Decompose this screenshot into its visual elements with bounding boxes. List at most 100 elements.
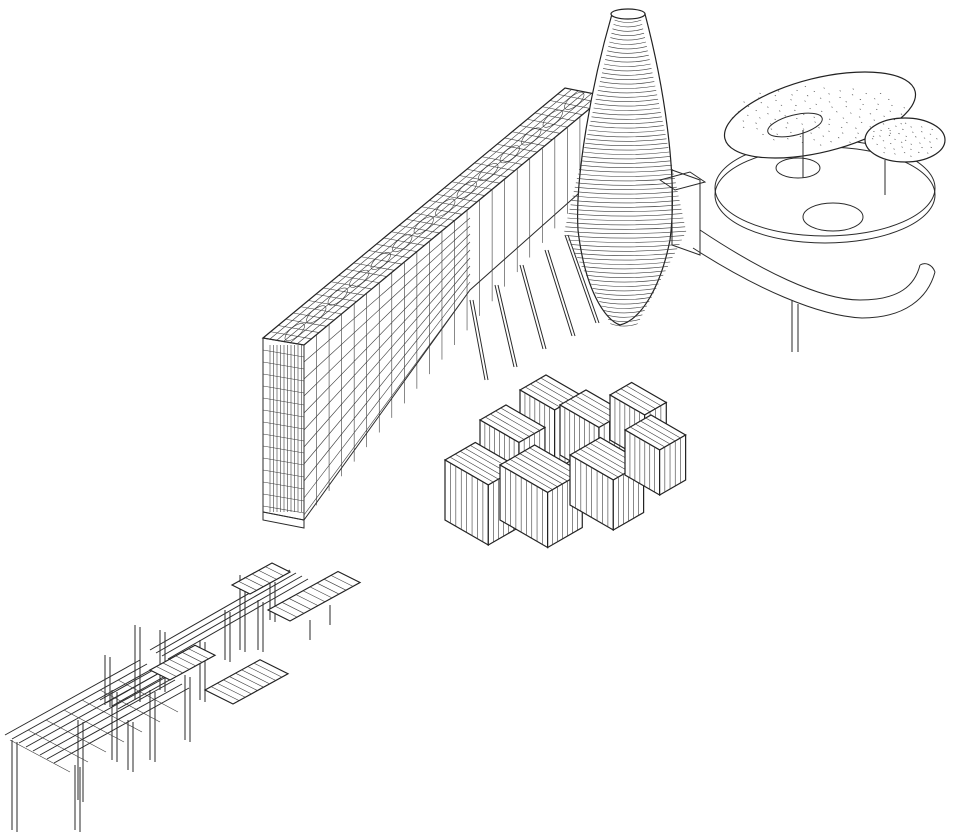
walkway-beam <box>161 575 303 657</box>
deck-dot <box>921 147 923 149</box>
canopy-dot <box>840 126 843 129</box>
tower-ring <box>601 72 653 76</box>
box-board <box>579 448 624 475</box>
box-board <box>509 459 558 488</box>
box-board <box>500 407 540 431</box>
tower-ring <box>608 318 641 322</box>
roof-oculus <box>306 305 327 324</box>
tower-ring <box>598 85 656 89</box>
deck-dot <box>910 148 912 150</box>
canopy-dot <box>850 112 852 114</box>
deck-dot <box>929 141 931 143</box>
tower-ring <box>577 257 673 261</box>
canopy-dot <box>889 132 892 134</box>
end-rail <box>262 457 305 466</box>
deck-dot <box>912 131 914 133</box>
deck-board <box>274 605 298 618</box>
canopy-dot <box>743 101 745 103</box>
tower-ring <box>608 46 647 50</box>
tower-ring <box>581 160 672 164</box>
canopy-dot <box>828 118 831 120</box>
canopy-dot <box>823 87 825 89</box>
deck-board <box>316 582 340 595</box>
roof-oculus <box>370 252 391 270</box>
roof-oculus <box>521 127 542 146</box>
canopy-dot <box>786 122 789 124</box>
canopy-dot <box>804 86 807 88</box>
tower-ring <box>606 54 649 58</box>
canopy-dot <box>879 92 882 95</box>
box-board <box>519 453 568 482</box>
canopy-dot <box>872 135 875 137</box>
canopy-dot <box>790 131 792 134</box>
canopy-dot <box>759 117 761 119</box>
canopy-dot <box>875 108 878 110</box>
canopy-dot <box>836 111 838 113</box>
canopy-dot <box>791 94 793 96</box>
tower-ring <box>588 129 665 133</box>
deck-dot <box>871 138 874 140</box>
canopy-dot <box>796 89 798 92</box>
tower-ring <box>583 151 670 155</box>
canopy-dot <box>813 90 816 93</box>
deck-dot <box>894 153 896 155</box>
deck-dot <box>936 138 938 140</box>
canopy-dot <box>839 96 841 99</box>
tower-ring <box>605 314 643 318</box>
tower-ring <box>571 200 680 204</box>
tower-ring <box>567 217 684 221</box>
canopy-dot <box>762 133 764 136</box>
slide-lower-edge <box>692 247 936 319</box>
canopy-texture <box>731 86 938 157</box>
diagonal-strut <box>494 284 515 368</box>
tower-ring <box>578 169 674 173</box>
deck-dot <box>926 152 929 154</box>
canopy-dot <box>773 139 775 141</box>
deck-board <box>175 655 196 667</box>
tower-ring <box>603 310 645 314</box>
canopy-dot <box>828 101 831 103</box>
tower-ring <box>597 296 652 300</box>
tower-ring <box>570 244 680 248</box>
deck-board <box>169 659 190 670</box>
end-rail <box>262 481 305 490</box>
box-board <box>460 450 504 477</box>
spiral-slide <box>692 229 936 352</box>
canopy-dot <box>860 121 863 123</box>
diagonal-strut <box>497 284 518 368</box>
deck-dot <box>919 142 921 144</box>
tower-ring <box>572 195 679 199</box>
roof-oculus <box>392 234 413 253</box>
deck-beam <box>46 683 183 760</box>
box-board <box>645 417 681 439</box>
tower-ring <box>599 301 650 305</box>
canopy-dot <box>887 127 890 129</box>
deck-dot <box>910 126 912 128</box>
side-rail <box>303 241 471 414</box>
canopy-dot <box>903 107 906 109</box>
canopy-dot <box>818 127 820 129</box>
canopy-dot <box>790 99 792 101</box>
box-board <box>525 386 560 408</box>
deck-beam <box>4 659 141 736</box>
deck-board <box>323 578 347 591</box>
roof-oculus <box>478 163 499 181</box>
canopy-dot <box>820 110 823 112</box>
end-rail <box>262 397 305 406</box>
end-rail <box>262 445 305 454</box>
diagonal-strut <box>547 249 576 337</box>
diagonal-strut <box>564 234 597 324</box>
deck-dot <box>901 146 903 148</box>
canopy-dot <box>830 141 832 143</box>
canopy-dot <box>799 136 802 138</box>
deck-board <box>265 566 284 576</box>
tower-ring <box>568 213 683 217</box>
canopy-dot <box>758 97 760 99</box>
side-rail <box>303 249 471 431</box>
deck-dot <box>930 146 933 148</box>
canopy-dot <box>804 100 806 102</box>
side-rail <box>303 217 471 363</box>
box-board <box>620 388 656 410</box>
deck-beam <box>32 675 169 752</box>
